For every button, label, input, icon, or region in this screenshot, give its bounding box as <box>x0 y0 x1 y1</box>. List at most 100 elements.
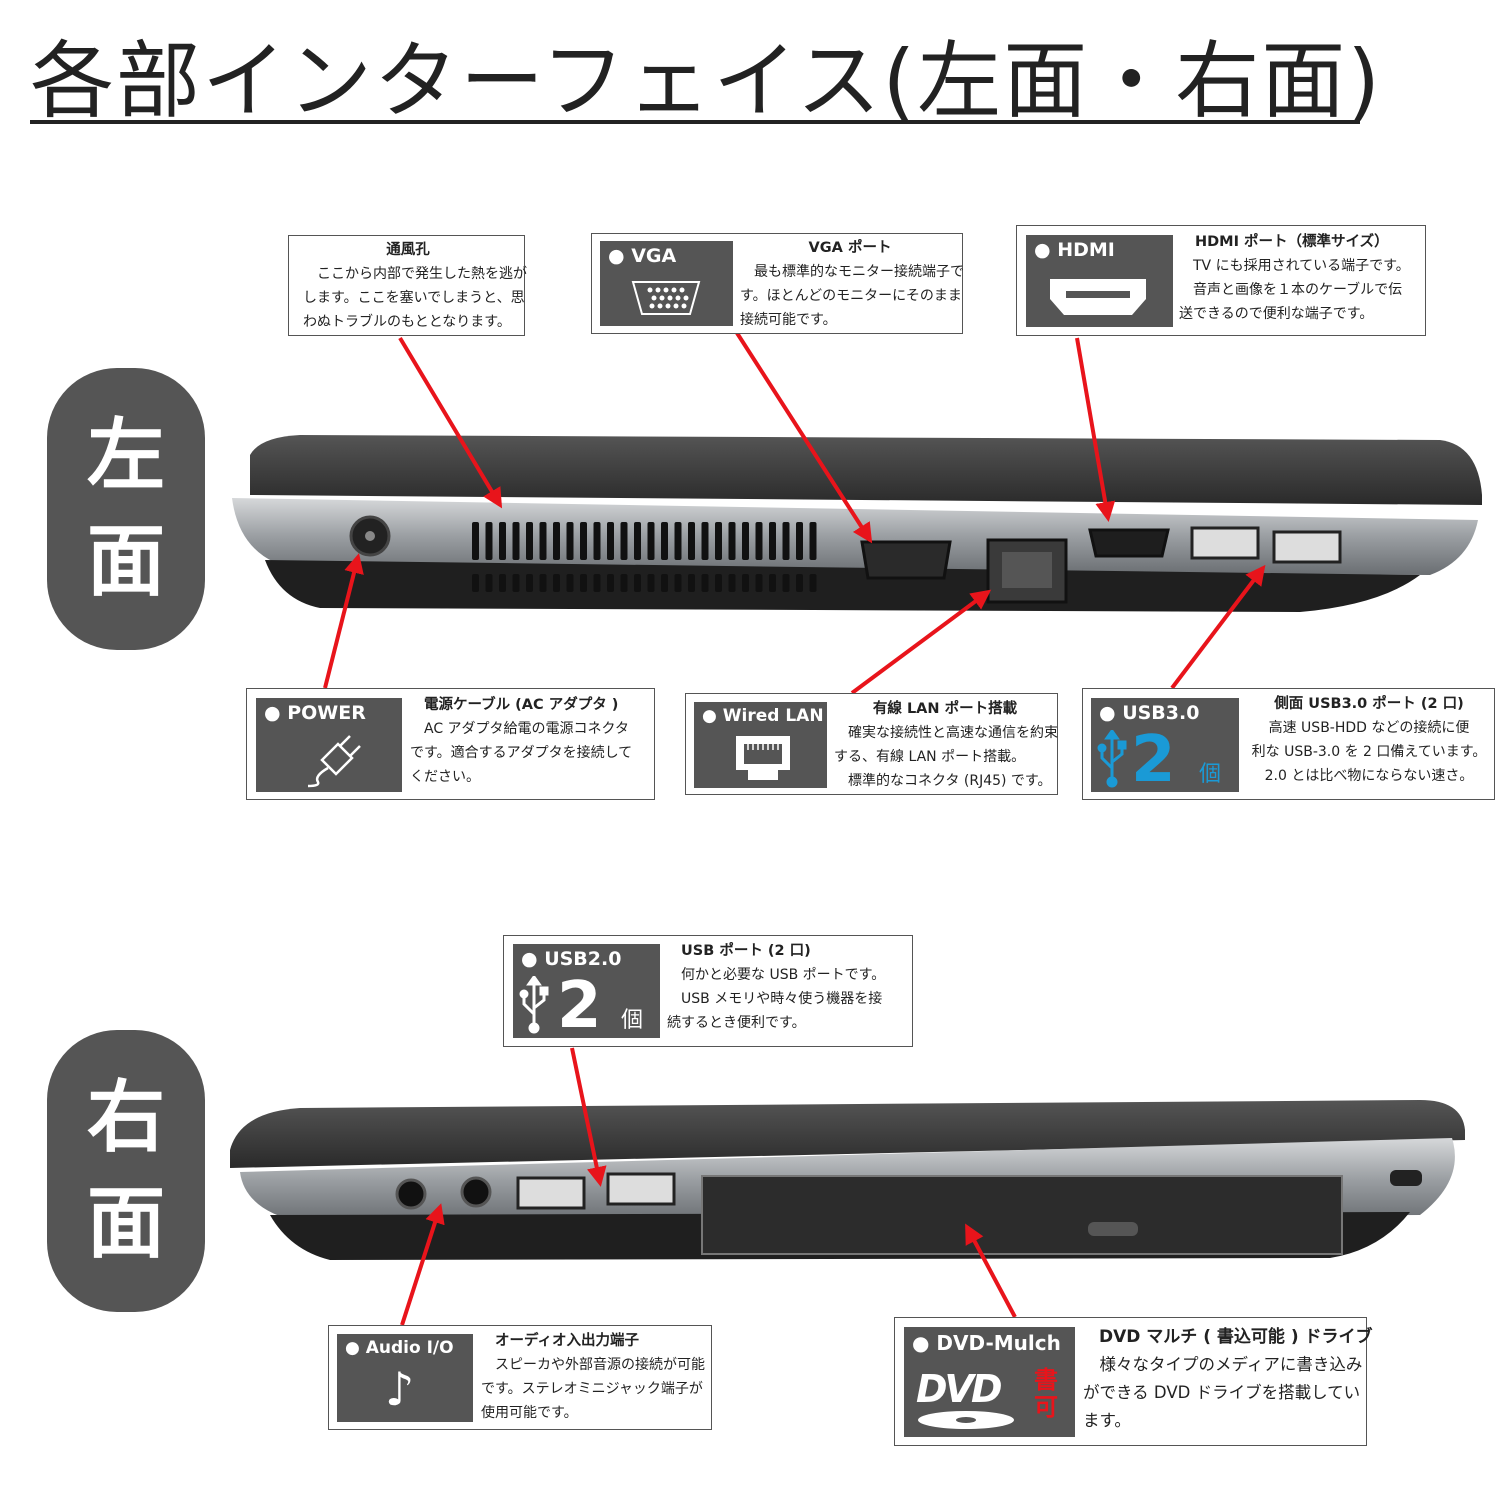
vent-slot <box>701 522 709 560</box>
arrow-usb2 <box>570 1047 607 1187</box>
usb3-port-count: 2 <box>1131 723 1176 797</box>
callout-line: します。ここを塞いでしまうと、思 <box>303 290 525 306</box>
hdmi-connector-icon <box>1050 279 1146 315</box>
callout-vga: ● VGA VGA ポート 最も標準的なモニター接続端子で す。ほとんどのモニタ… <box>591 233 964 334</box>
left-side-badge: 左 面 <box>47 368 205 650</box>
laptop-base <box>265 560 1420 612</box>
arrow-lan <box>850 589 992 695</box>
vga-icon-panel: ● VGA <box>600 241 733 326</box>
power-jack-pin <box>365 531 375 541</box>
vent-slot <box>566 574 574 592</box>
power-icon-panel: ● POWER <box>256 698 402 792</box>
dvd-drive-tray <box>701 1175 1343 1255</box>
callout-line: 2.0 とは比べ物にならない速さ。 <box>1264 768 1474 784</box>
vent-slot <box>526 522 533 560</box>
laptop-lid <box>230 1100 1465 1168</box>
callout-line: 接続可能です。 <box>740 312 837 328</box>
vent-slot <box>485 574 493 592</box>
vent-slot <box>526 574 533 592</box>
callout-hdmi: ● HDMI HDMI ポート（標準サイズ） TV にも採用されている端子です。… <box>1016 225 1426 336</box>
callout-line: 使用可能です。 <box>481 1405 578 1421</box>
callout-line: AC アダプタ給電の電源コネクタ <box>410 721 629 737</box>
callout-heading: DVD マルチ ( 書込可能 ) ドライブ <box>1099 1327 1373 1347</box>
callout-line: 高速 USB-HDD などの接続に便 <box>1268 720 1470 736</box>
left-side-char: 左 <box>86 411 165 501</box>
usb2-port-1 <box>516 1176 586 1210</box>
arrow-power <box>323 553 364 689</box>
vent-slot <box>539 522 547 560</box>
vent-slot <box>742 522 749 560</box>
callout-line: です。ステレオミニジャック端子が <box>481 1381 703 1397</box>
vent-slot <box>782 522 790 560</box>
vent-slot <box>715 522 722 560</box>
vent-slot <box>634 574 641 592</box>
callout-line: 音声と画像を１本のケーブルで伝 <box>1179 282 1403 298</box>
callout-heading: 有線 LAN ポート搭載 <box>872 701 1018 717</box>
vent-slot <box>809 574 817 592</box>
callout-heading: HDMI ポート（標準サイズ） <box>1195 234 1389 250</box>
vga-port <box>860 540 952 580</box>
vent-slot <box>620 574 628 592</box>
vent-slot <box>472 522 479 560</box>
callout-line: USB メモリや時々使う機器を接 <box>667 991 883 1007</box>
microphone-jack <box>460 1176 492 1208</box>
usb3-icon-panel: ● USB3.0 2 個 <box>1091 698 1239 792</box>
usb3-port-2 <box>1272 530 1342 564</box>
usb2-port-2 <box>606 1172 676 1206</box>
usb3-port-1 <box>1190 526 1260 560</box>
vent-slot <box>485 522 493 560</box>
vent-slot <box>607 574 614 592</box>
callout-audio: ● Audio I/O ♪ オーディオ入出力端子 スピーカや外部音源の接続が可能… <box>328 1325 712 1430</box>
arrow-hdmi <box>1075 337 1116 522</box>
callout-line: 何かと必要な USB ポートです。 <box>667 967 886 983</box>
callout-line: ください。 <box>410 769 480 785</box>
callout-heading: 電源ケーブル (AC アダプタ ) <box>424 697 619 713</box>
vent-slot <box>593 574 601 592</box>
callout-line: 様々なタイプのメディアに書き込み <box>1083 1355 1363 1374</box>
vent-slot <box>769 574 776 592</box>
callout-line: ます。 <box>1083 1411 1131 1430</box>
callout-line: 利な USB-3.0 を 2 口備えています。 <box>1251 744 1487 760</box>
panel-label: ● VGA <box>608 245 677 267</box>
page-title: 各部インターフェイス(左面・右面) <box>30 32 1382 130</box>
vga-connector-icon <box>631 281 701 315</box>
callout-heading: オーディオ入出力端子 <box>495 1333 639 1349</box>
callout-line: 続するとき便利です。 <box>667 1015 806 1031</box>
callout-lan: ● Wired LAN 有線 LAN ポート搭載 確実な接続性と高速な通信を約束… <box>685 693 1058 795</box>
vent-slot <box>607 522 614 560</box>
arrow-audio <box>400 1203 445 1326</box>
security-lock-slot <box>1390 1170 1422 1186</box>
vent-slot <box>796 574 803 592</box>
panel-label: ● USB3.0 <box>1099 702 1200 724</box>
callout-line: 確実な接続性と高速な通信を約束 <box>834 725 1058 741</box>
callout-line: 標準的なコネクタ (RJ45) です。 <box>834 773 1052 789</box>
callout-line: ここから内部で発生した熱を逃が <box>303 266 527 282</box>
pointer-arrows <box>323 331 1266 1326</box>
usb2-port-count: 2 <box>557 969 602 1043</box>
arrow-vent <box>398 336 503 509</box>
panel-label: ● DVD-Mulch <box>912 1331 1061 1355</box>
callout-line: スピーカや外部音源の接続が可能 <box>481 1357 705 1373</box>
vent-slot <box>755 574 763 592</box>
callout-vent: 通風孔 ここから内部で発生した熱を逃が します。ここを塞いでしまうと、思 わぬト… <box>288 235 527 336</box>
vent-slot <box>742 574 749 592</box>
vent-slot <box>661 574 668 592</box>
usb2-icon-panel: ● USB2.0 2 個 <box>513 944 660 1038</box>
disc-icon <box>918 1411 1014 1429</box>
headphone-jack <box>395 1178 427 1210</box>
lan-port-inner <box>1002 552 1052 588</box>
vent-slot <box>566 522 574 560</box>
arrow-dvd <box>965 1223 1017 1318</box>
callout-line: です。適合するアダプタを接続して <box>410 745 633 761</box>
dvd-eject-button <box>1088 1222 1138 1236</box>
panel-label: ● POWER <box>264 702 366 724</box>
power-plug-icon <box>307 735 361 788</box>
laptop-lid <box>250 435 1482 505</box>
callout-heading: 側面 USB3.0 ポート (2 口) <box>1274 696 1464 712</box>
audio-icon-panel: ● Audio I/O ♪ <box>337 1334 473 1422</box>
music-note-icon: ♪ <box>385 1362 415 1416</box>
dvd-icon-panel: ● DVD-Mulch DVD 書可 <box>904 1327 1075 1437</box>
callout-line: TV にも採用されている端子です。 <box>1179 258 1410 274</box>
vent-slot <box>728 574 736 592</box>
vent-slot <box>796 522 803 560</box>
